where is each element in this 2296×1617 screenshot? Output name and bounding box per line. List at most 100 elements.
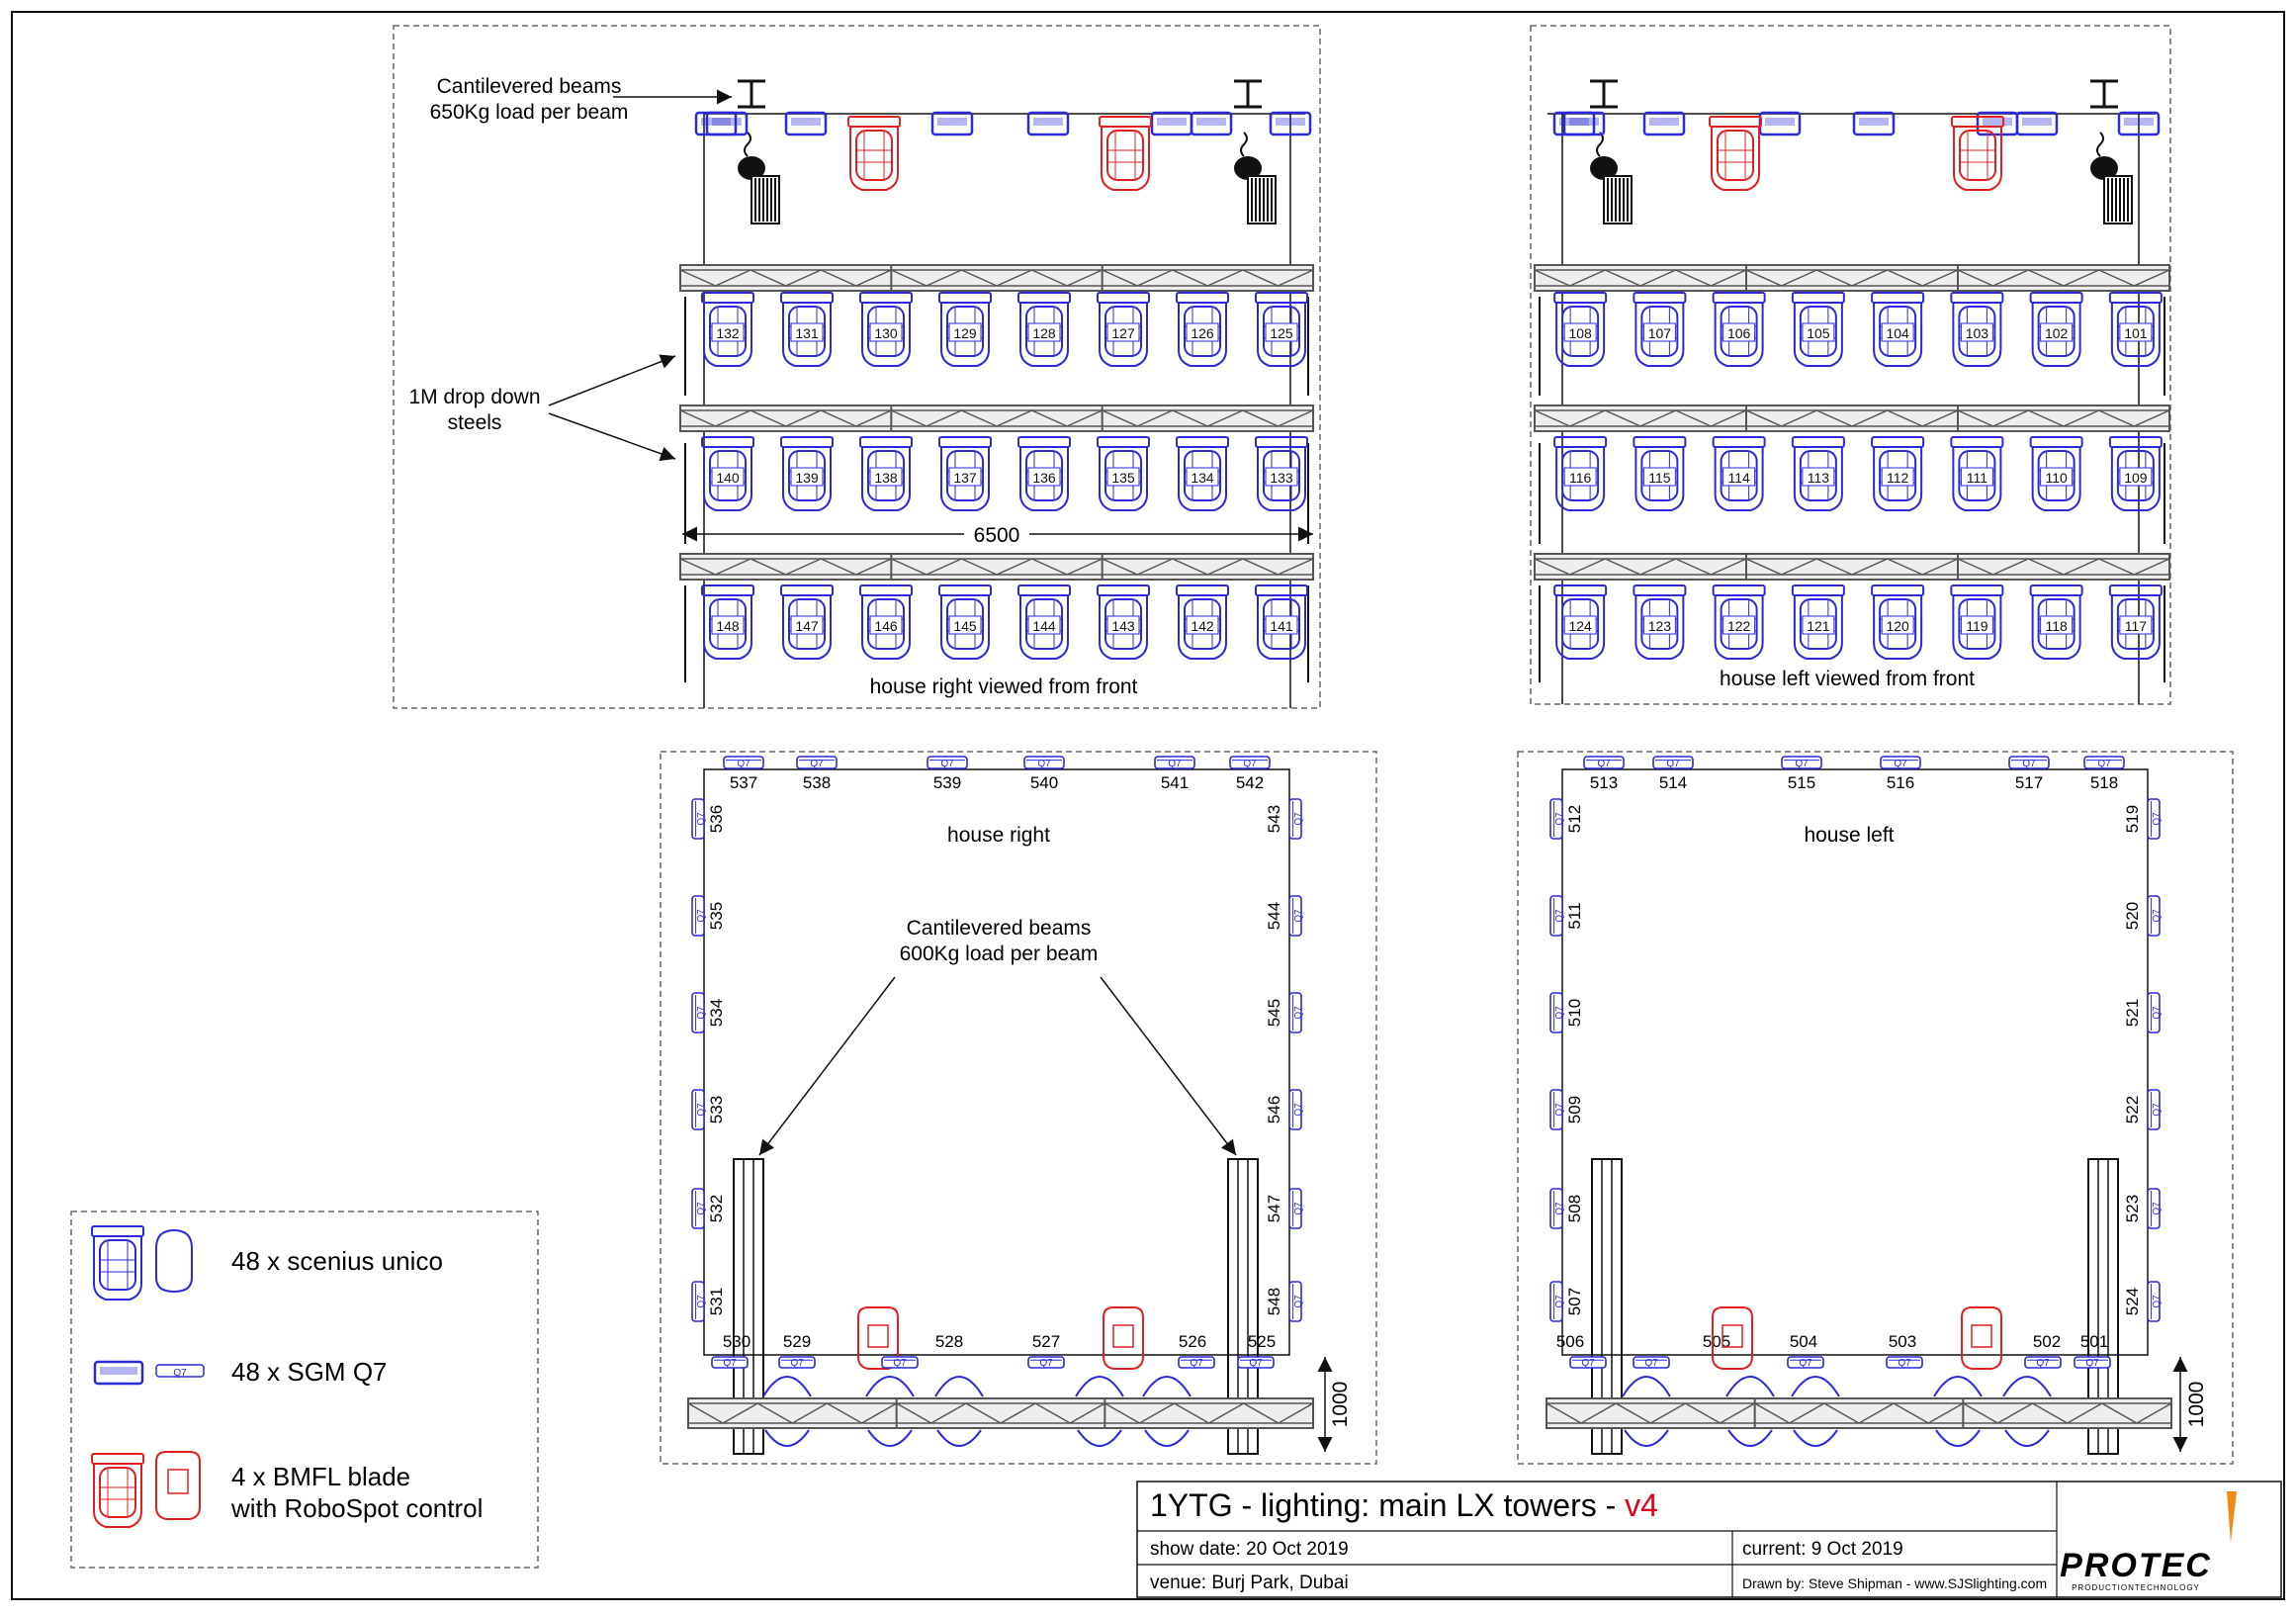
fixture-label-box xyxy=(1642,615,1676,635)
fixture-yoke xyxy=(1711,127,1760,191)
fixture-base xyxy=(1176,584,1229,596)
q7-bottom: Q7 xyxy=(881,1356,919,1369)
legend-blade-icon xyxy=(91,1453,144,1528)
q7-number: 541 xyxy=(1161,773,1189,792)
blade-head xyxy=(1971,1324,1992,1348)
q7-number: 532 xyxy=(707,1195,726,1222)
q7-tag: Q7 xyxy=(1293,1202,1304,1215)
q7-lens xyxy=(701,118,731,126)
fixture-number: 120 xyxy=(1886,618,1909,634)
q7-number: 510 xyxy=(1565,999,1584,1027)
q7-lens xyxy=(937,118,967,126)
fixture-label-box xyxy=(1881,467,1914,487)
beam-arrow-left xyxy=(758,976,896,1156)
q7-left: Q7 xyxy=(691,895,707,937)
fixture-base xyxy=(1871,292,1925,304)
q7-left: Q7 xyxy=(1549,1188,1565,1229)
fixture-base xyxy=(1712,292,1766,304)
unico-plan-top xyxy=(762,1376,812,1397)
q7-tag: Q7 xyxy=(1597,759,1611,769)
fixture-lens-grid xyxy=(100,1240,135,1290)
truss-lacing xyxy=(1534,409,2170,427)
unico-fixture: 139 xyxy=(780,436,834,511)
fixture-label-box xyxy=(2040,615,2074,635)
q7-number: 506 xyxy=(1556,1332,1584,1351)
q7-lens xyxy=(1649,118,1679,126)
fixture-head xyxy=(946,306,984,357)
fixture-head xyxy=(99,1239,136,1291)
q7-front xyxy=(1642,111,1686,136)
q7-left: Q7 xyxy=(691,1188,707,1229)
fixture-head xyxy=(1561,306,1600,357)
truss-chord xyxy=(1534,553,2170,581)
q7-left: Q7 xyxy=(691,992,707,1033)
fixture-yoke xyxy=(1873,595,1923,660)
unico-fixture: 104 xyxy=(1871,292,1925,367)
truss xyxy=(687,1397,1314,1429)
unico-fixture: 111 xyxy=(1950,436,2004,511)
unico-fixture: 135 xyxy=(1097,436,1150,511)
fixture-yoke xyxy=(940,303,990,367)
legend-unico-plan-icon xyxy=(155,1228,193,1294)
fixture-base xyxy=(1871,436,1925,448)
fixture-yoke xyxy=(1178,595,1227,660)
fixture-yoke xyxy=(93,1236,142,1301)
truss-lacing xyxy=(679,558,1314,576)
blade-head xyxy=(1112,1324,1134,1348)
fixture-base xyxy=(1633,584,1687,596)
fixture-label-box xyxy=(1186,467,1219,487)
q7-tag: Q7 xyxy=(940,759,954,769)
q7-tag: Q7 xyxy=(696,1006,707,1020)
q7-number: 534 xyxy=(707,999,726,1027)
truss xyxy=(1534,264,2170,292)
legend-label-blade: 4 x BMFL blade xyxy=(231,1462,410,1491)
fixture-head xyxy=(1025,306,1063,357)
legend-label-q7: 48 x SGM Q7 xyxy=(231,1357,388,1387)
chain-hoist xyxy=(1590,132,1633,225)
q7-number: 536 xyxy=(707,805,726,833)
show-date: show date: 20 Oct 2019 xyxy=(1150,1539,1349,1560)
q7-body xyxy=(1288,1188,1302,1229)
unico-fixture: 108 xyxy=(1553,292,1608,367)
fixture-head xyxy=(788,450,826,501)
q7-top: Q7 xyxy=(1880,756,1921,769)
fixture-number: 125 xyxy=(1270,325,1293,341)
fixture-number: 101 xyxy=(2124,325,2148,341)
hoist-motor xyxy=(1234,156,1262,180)
truss-chord xyxy=(679,404,1314,432)
logo-flame-icon xyxy=(2227,1491,2237,1543)
fixture-number: 103 xyxy=(1966,325,1989,341)
q7-right: Q7 xyxy=(2147,1281,2163,1322)
fixture-base xyxy=(859,584,913,596)
unico-fixture: 117 xyxy=(2108,584,2163,660)
unico-fixture: 103 xyxy=(1950,292,2004,367)
q7-body xyxy=(930,111,974,136)
unico-plan-bottom xyxy=(2004,1429,2050,1447)
fixture-base xyxy=(701,584,754,596)
q7-body xyxy=(1288,798,1302,840)
fixture-label-box xyxy=(790,467,824,487)
fixture-yoke xyxy=(782,447,832,511)
unico-fixture: 126 xyxy=(1176,292,1229,367)
rigging-group xyxy=(694,79,1312,225)
q7-number: 508 xyxy=(1565,1195,1584,1222)
q7-body xyxy=(2147,1281,2161,1322)
q7-body xyxy=(1288,992,1302,1033)
q7-bottom: Q7 xyxy=(1027,1356,1065,1369)
fixture-label-box xyxy=(1802,615,1835,635)
fixture-head xyxy=(867,598,905,650)
q7-lens xyxy=(1983,118,2012,126)
q7-lens xyxy=(1157,118,1187,126)
fixture-base xyxy=(847,116,901,128)
unico-fixture: 146 xyxy=(859,584,913,660)
fixture-label-box xyxy=(790,322,824,342)
beam-post xyxy=(733,1158,764,1455)
unico-fixture: 118 xyxy=(2029,584,2083,660)
q7-front xyxy=(1026,111,1070,136)
fixture-head xyxy=(1104,450,1142,501)
fixture-label-box xyxy=(1027,467,1061,487)
chain-bag-hatch xyxy=(1607,178,1629,222)
fixture-base xyxy=(1791,436,1845,448)
